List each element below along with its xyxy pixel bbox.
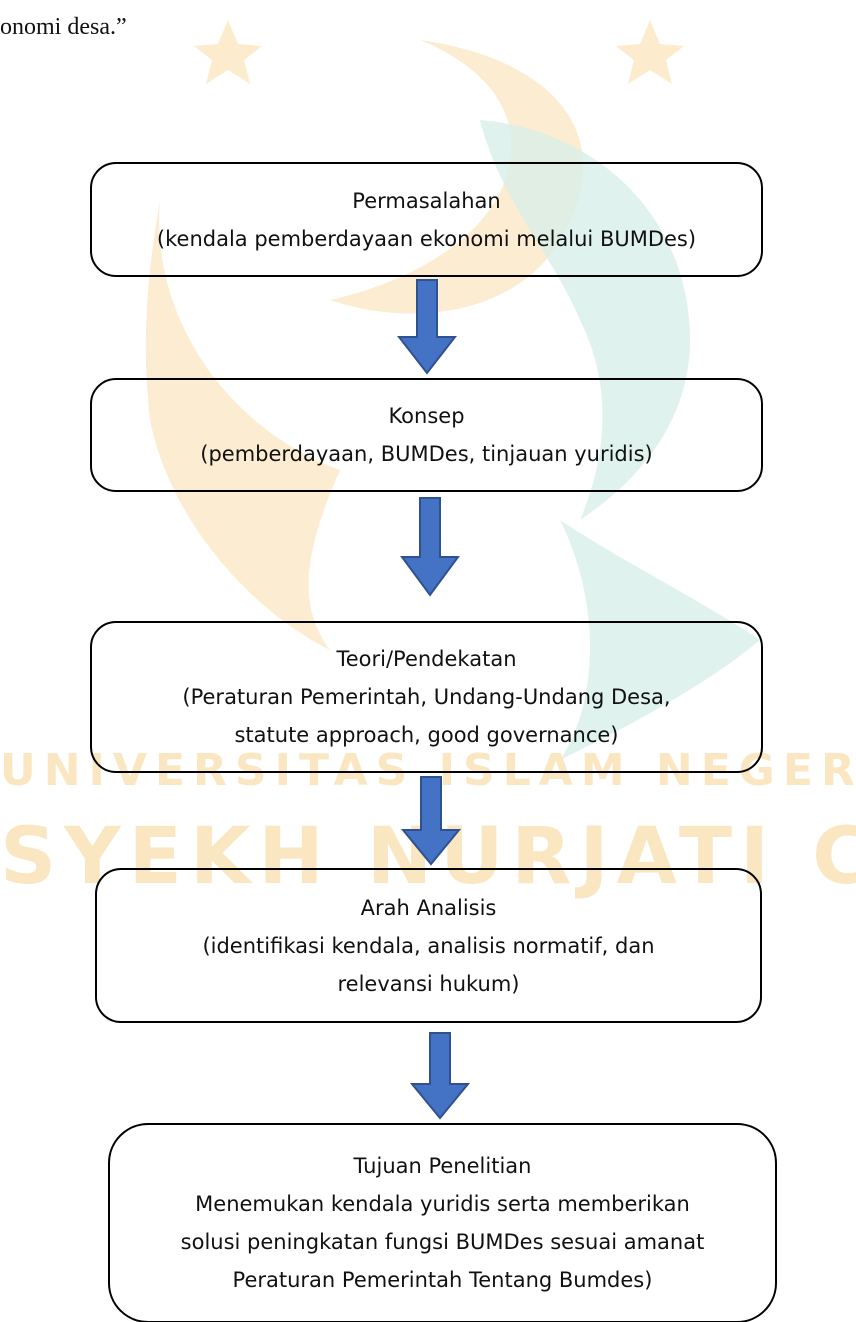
box-line: Menemukan kendala yuridis serta memberik… bbox=[195, 1192, 690, 1216]
box-line: (kendala pemberdayaan ekonomi melalui BU… bbox=[156, 226, 697, 251]
preceding-text-fragment: onomi desa.” bbox=[0, 14, 127, 40]
box-line: (Peraturan Pemerintah, Undang-Undang Des… bbox=[182, 685, 671, 709]
box-line: (pemberdayaan, BUMDes, tinjauan yuridis) bbox=[200, 442, 653, 466]
box-title: Teori/Pendekatan bbox=[336, 647, 517, 671]
flow-box-permasalahan: Permasalahan (kendala pemberdayaan ekono… bbox=[90, 162, 763, 277]
box-line: (identifikasi kendala, analisis normatif… bbox=[202, 933, 655, 958]
down-arrow-3 bbox=[401, 776, 461, 866]
box-line: solusi peningkatan fungsi BUMDes sesuai … bbox=[180, 1230, 705, 1254]
flow-box-tujuan-penelitian: Tujuan Penelitian Menemukan kendala yuri… bbox=[108, 1123, 777, 1322]
flow-box-teori-pendekatan: Teori/Pendekatan (Peraturan Pemerintah, … bbox=[90, 621, 763, 773]
box-title: Permasalahan bbox=[352, 188, 501, 213]
box-line: Peraturan Pemerintah Tentang Bumdes) bbox=[232, 1268, 653, 1292]
flow-box-konsep: Konsep (pemberdayaan, BUMDes, tinjauan y… bbox=[90, 378, 763, 492]
down-arrow-2 bbox=[400, 497, 460, 597]
down-arrow-1 bbox=[397, 279, 457, 375]
box-title: Tujuan Penelitian bbox=[353, 1154, 532, 1178]
box-title: Konsep bbox=[388, 404, 465, 428]
down-arrow-4 bbox=[410, 1032, 470, 1120]
box-line: statute approach, good governance) bbox=[234, 723, 619, 747]
flow-box-arah-analisis: Arah Analisis (identifikasi kendala, ana… bbox=[95, 868, 762, 1023]
box-line: relevansi hukum) bbox=[337, 971, 520, 996]
box-title: Arah Analisis bbox=[360, 895, 497, 920]
